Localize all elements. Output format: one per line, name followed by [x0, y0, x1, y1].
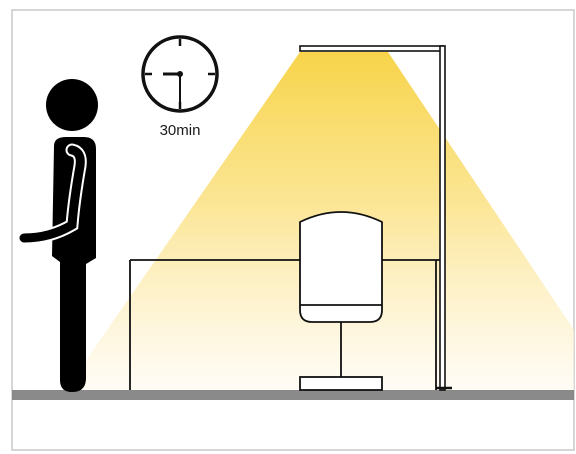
desk-icon [129, 259, 440, 390]
floor [12, 390, 574, 400]
timer-label: 30min [159, 122, 201, 139]
office-chair-icon [299, 211, 383, 391]
floor-lamp-icon [299, 45, 452, 391]
person-icon [17, 79, 98, 392]
clock-icon [141, 35, 219, 113]
